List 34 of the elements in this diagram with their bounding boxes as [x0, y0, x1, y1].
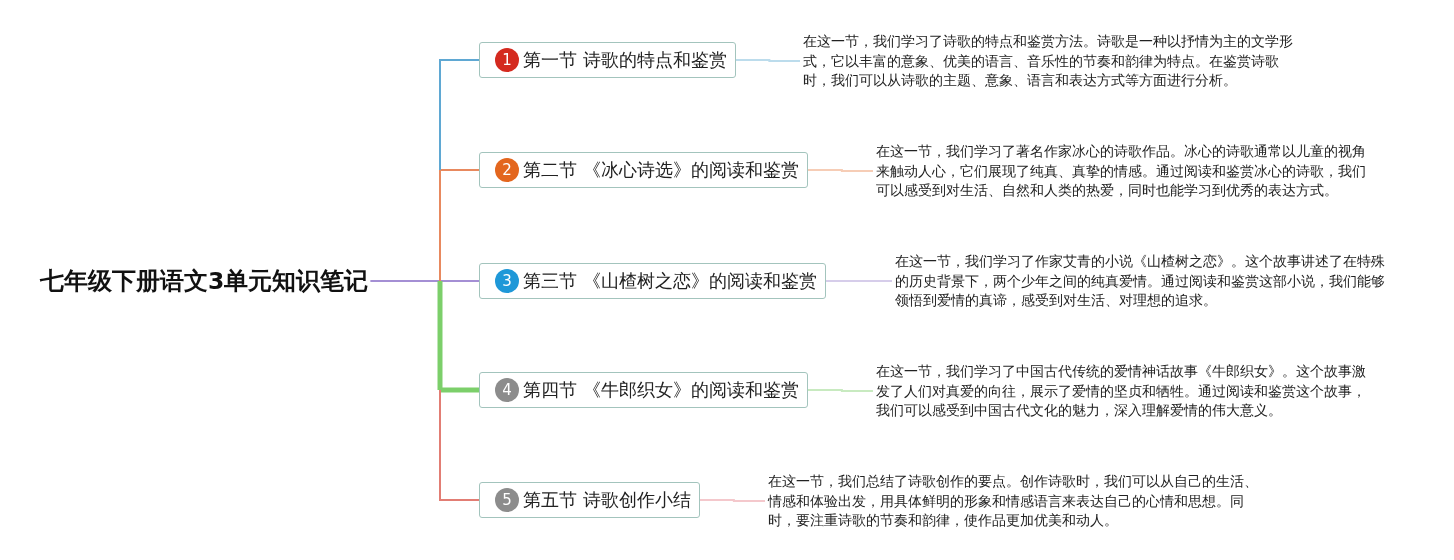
connector-line [439, 389, 480, 501]
topic-box [479, 42, 736, 78]
note-text: 在这一节，我们学习了中国古代传统的爱情神话故事《牛郎织女》。这个故事激发了人们对真爱的向往，展示了爱情的坚贞和牺牲。通过阅读和鉴赏这个故事，我们可以感受到中国古代文化的魅力，深入理解爱情的伟大意义。 [876, 362, 1374, 421]
section-number: 4 [495, 378, 519, 402]
note-text: 在这一节，我们学习了著名作家冰心的诗歌作品。冰心的诗歌通常以儿童的视角来触动人心，它们展现了纯真、真挚的情感。通过阅读和鉴赏冰心的诗歌，我们可以感受到对生活、自然和人类的热爱，同时也能学习到优秀的表达方式。 [876, 142, 1374, 201]
connector-line [698, 499, 766, 502]
section-number: 3 [495, 269, 519, 293]
connector-line [437, 281, 443, 390]
topic-box [479, 152, 808, 188]
note-text: 在这一节，我们学习了作家艾青的小说《山楂树之恋》。这个故事讲述了在特殊的历史背景下，两个少年之间的纯真爱情。通过阅读和鉴赏这部小说，我们能够领悟到爱情的真谛，感受到对生活、对理想的追求。 [895, 252, 1393, 311]
topic-title: 第三节 《山楂树之恋》的阅读和鉴赏 [523, 269, 817, 293]
connector-line [806, 169, 874, 172]
connector-line [369, 280, 441, 282]
topic-box [479, 482, 700, 518]
topic-title: 第二节 《冰心诗选》的阅读和鉴赏 [523, 158, 799, 182]
note-text: 在这一节，我们总结了诗歌创作的要点。创作诗歌时，我们可以从自己的生活、情感和体验出发，用具体鲜明的形象和情感语言来表达自己的心情和思想。同时，要注重诗歌的节奏和韵律，使作品更加优美和动人。 [768, 472, 1266, 531]
connector-line [439, 59, 480, 171]
connector-line [439, 280, 480, 282]
topic-title: 第五节 诗歌创作小结 [523, 488, 691, 512]
section-number: 5 [495, 488, 519, 512]
section-number: 2 [495, 158, 519, 182]
connector-line [806, 389, 874, 392]
note-text: 在这一节，我们学习了诗歌的特点和鉴赏方法。诗歌是一种以抒情为主的文学形式，它以丰富的意象、优美的语言、音乐性的节奏和韵律为特点。在鉴赏诗歌时，我们可以从诗歌的主题、意象、语言和表达方式等方面进行分析。 [803, 32, 1301, 91]
topic-box [479, 372, 808, 408]
connector-line [824, 280, 893, 282]
connector-line [439, 169, 480, 171]
topic-box [479, 263, 826, 299]
connector-line [734, 59, 801, 62]
connector-line [440, 387, 479, 393]
connector-line [439, 169, 441, 282]
central-topic: 七年级下册语文3单元知识笔记 [40, 267, 369, 295]
topic-title: 第一节 诗歌的特点和鉴赏 [523, 48, 727, 72]
section-number: 1 [495, 48, 519, 72]
topic-title: 第四节 《牛郎织女》的阅读和鉴赏 [523, 378, 799, 402]
